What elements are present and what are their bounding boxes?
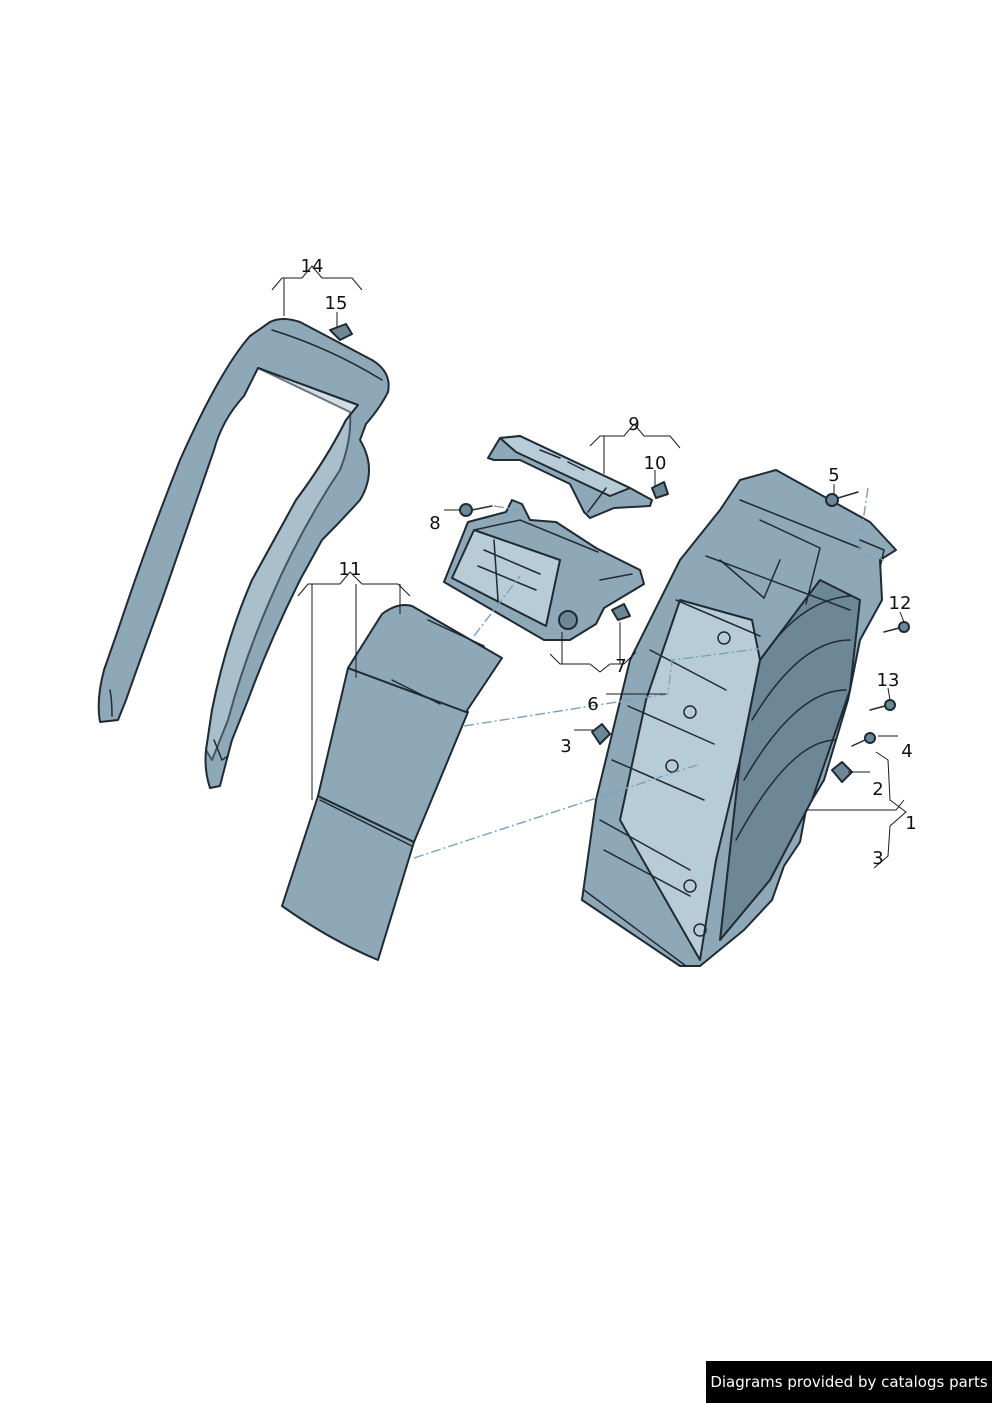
callout-13: 13 [877,670,900,691]
callout-10: 10 [644,453,667,474]
console-housing-part [581,469,897,967]
callout-6: 6 [587,694,598,715]
center-panel-part [281,604,503,961]
attribution-banner: Diagrams provided by catalogs parts [706,1361,992,1403]
clip-part [611,603,631,621]
callout-12: 12 [889,593,912,614]
upper-bracket-part [487,435,653,519]
callout-7: 7 [615,656,626,677]
storage-compartment-part [443,499,645,641]
callout-11: 11 [339,559,362,580]
callout-3-left: 3 [560,736,571,757]
callout-9: 9 [628,414,639,435]
leader-lines [271,265,907,869]
screw-part [459,503,493,517]
clip-part [651,481,669,499]
nut-part [591,723,611,745]
callout-3-right: 3 [872,848,883,869]
bolt-part [825,491,859,507]
callout-8: 8 [429,513,440,534]
callout-5: 5 [828,465,839,486]
alignment-lines [413,487,885,859]
callout-15: 15 [325,293,348,314]
clip-part [329,323,353,341]
callout-14: 14 [301,256,324,277]
screw-part [869,699,896,711]
callout-2: 2 [872,779,883,800]
trim-frame-part [97,318,390,789]
bolt-part [851,732,876,747]
callout-1: 1 [905,813,916,834]
callout-4: 4 [901,741,912,762]
callout-labels: 14 15 9 10 8 11 7 6 3 5 12 13 4 2 1 3 [301,256,917,869]
screw-part [883,621,910,633]
